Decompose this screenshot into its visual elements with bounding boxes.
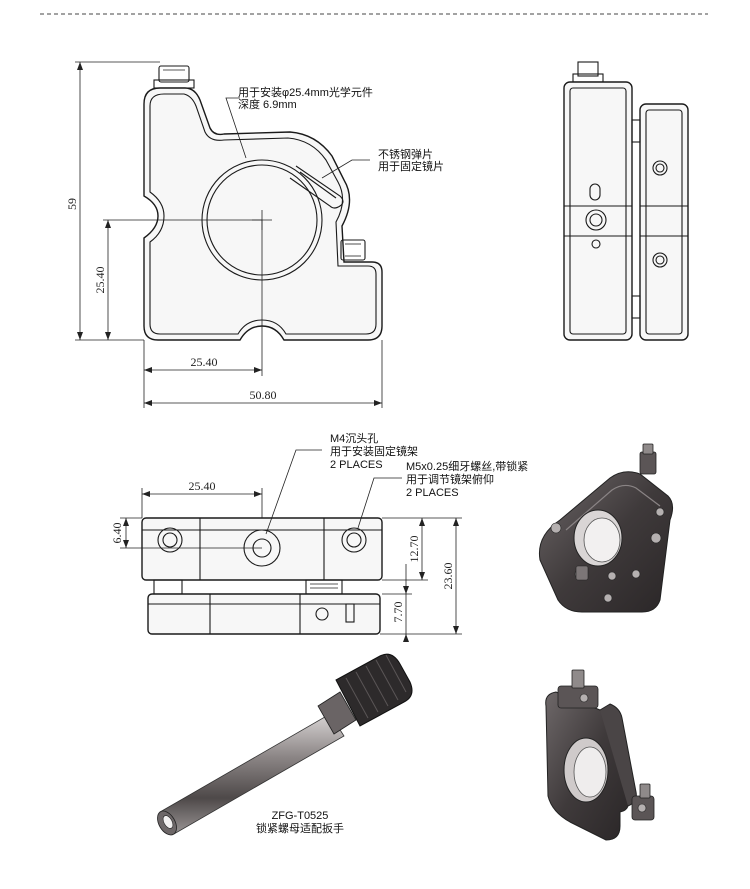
spring-note: 不锈钢弹片 用于固定镜片 bbox=[378, 147, 444, 173]
dim-top-h1: 12.70 bbox=[407, 536, 421, 563]
optic-mount-note: 用于安装φ25.4mm光学元件 深度 6.9mm bbox=[238, 85, 373, 111]
counterbore-note: M4沉头孔 用于安装固定镜架 2 PLACES bbox=[330, 432, 418, 471]
dim-front-left-center: 25.40 bbox=[93, 267, 107, 294]
dim-front-bottom-center: 25.40 bbox=[191, 355, 218, 369]
note-spring-line1: 不锈钢弹片 bbox=[378, 147, 433, 161]
mount-render-front bbox=[538, 443, 674, 613]
note-screw-line2: 用于调节镜架俯仰 bbox=[406, 472, 494, 486]
note-optic-line2: 深度 6.9mm bbox=[238, 97, 297, 111]
screw-note: M5x0.25细牙螺丝,带锁紧 用于调节镜架俯仰 2 PLACES bbox=[406, 459, 528, 499]
note-spring-line2: 用于固定镜片 bbox=[378, 159, 444, 173]
dim-top-h2: 23.60 bbox=[441, 563, 455, 590]
top-dimension-lines bbox=[120, 449, 462, 642]
wrench-part-number: ZFG-T0525 bbox=[272, 810, 329, 822]
dim-front-height: 59 bbox=[65, 198, 79, 210]
dim-top-spacing: 25.40 bbox=[189, 479, 216, 493]
dim-top-h3: 7.70 bbox=[391, 602, 405, 623]
note-screw-line3: 2 PLACES bbox=[406, 487, 459, 499]
side-view bbox=[563, 61, 689, 341]
note-counterbore-line1: M4沉头孔 bbox=[330, 432, 378, 445]
top-dimension-labels: 25.40 6.40 12.70 23.60 7.70 bbox=[110, 479, 455, 623]
wrench-label: ZFG-T0525 锁紧螺母适配扳手 bbox=[256, 810, 344, 835]
front-dimension-lines bbox=[75, 61, 383, 408]
front-dimension-labels: 59 25.40 25.40 50.80 bbox=[65, 198, 277, 402]
note-screw-line1: M5x0.25细牙螺丝,带锁紧 bbox=[406, 459, 528, 473]
note-counterbore-line3: 2 PLACES bbox=[330, 459, 383, 471]
note-counterbore-line2: 用于安装固定镜架 bbox=[330, 444, 418, 458]
dim-front-width: 50.80 bbox=[250, 388, 277, 402]
top-view bbox=[141, 517, 383, 635]
mount-render-back bbox=[545, 669, 655, 841]
dim-top-offset: 6.40 bbox=[110, 523, 124, 544]
note-optic-line1: 用于安装φ25.4mm光学元件 bbox=[238, 85, 373, 99]
wrench-description: 锁紧螺母适配扳手 bbox=[256, 821, 344, 835]
wrench-render bbox=[157, 653, 413, 836]
